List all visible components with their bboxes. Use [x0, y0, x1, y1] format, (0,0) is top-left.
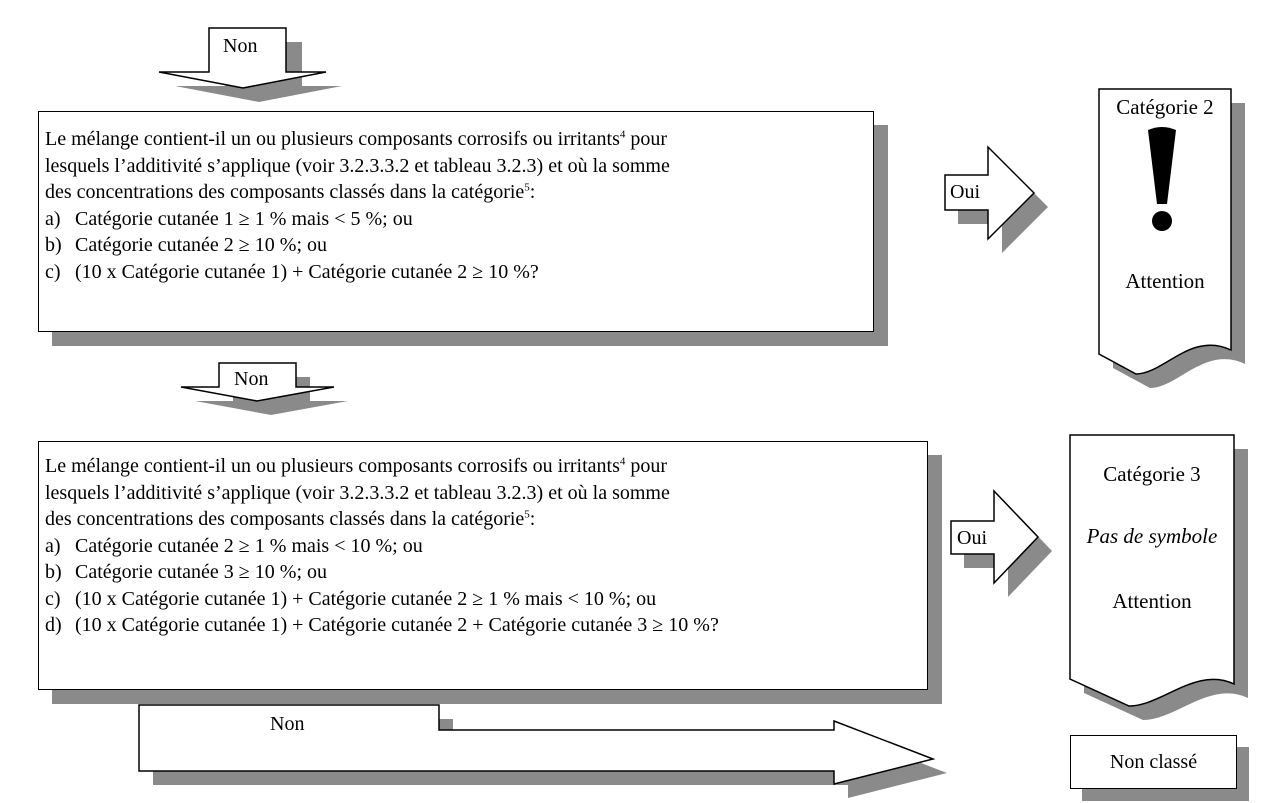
down-arrow-1	[158, 27, 327, 89]
non-label-2: Non	[234, 368, 269, 390]
question-2-item-c: c) (10 x Catégorie cutanée 1) + Catégori…	[45, 587, 657, 610]
result-doc-2	[1069, 434, 1235, 707]
question-2-item-b: b) Catégorie cutanée 3 ≥ 10 %; ou	[45, 561, 328, 583]
non-label-3: Non	[270, 713, 305, 735]
question-box-2: Le mélange contient-il un ou plusieurs c…	[38, 441, 928, 690]
question-1-item-c: c) (10 x Catégorie cutanée 1) + Catégori…	[45, 260, 539, 283]
oui-label-1: Oui	[950, 181, 980, 203]
down-arrow-2	[180, 362, 335, 402]
result-1-signal-word: Attention	[1125, 269, 1205, 293]
result-2-signal-word: Attention	[1112, 589, 1192, 613]
question-2-line-3: des concentrations des composants classé…	[45, 508, 536, 530]
result-box-3: Non classé	[1070, 735, 1237, 789]
question-box-1: Le mélange contient-il un ou plusieurs c…	[38, 111, 874, 332]
result-2-symbol: Pas de symbole	[1086, 524, 1218, 548]
question-1-item-b: b) Catégorie cutanée 2 ≥ 10 %; ou	[45, 234, 328, 256]
right-arrow-2	[950, 489, 1040, 585]
right-arrow-1	[944, 145, 1036, 241]
question-2-item-a: a) Catégorie cutanée 2 ≥ 1 % mais < 10 %…	[45, 534, 423, 557]
result-1-category: Catégorie 2	[1116, 95, 1214, 119]
exclamation-mark-icon	[1148, 127, 1176, 231]
result-1: Catégorie 2 Attention	[1099, 89, 1231, 374]
right-arrow-3	[138, 704, 936, 785]
result-3-label: Non classé	[1109, 751, 1198, 773]
question-1-line-2: lesquels l’additivité s’applique (voir 3…	[45, 154, 670, 177]
question-2-line-2: lesquels l’additivité s’applique (voir 3…	[45, 481, 670, 504]
oui-label-2: Oui	[957, 527, 987, 549]
question-2-line-1: Le mélange contient-il un ou plusieurs c…	[45, 455, 668, 477]
question-1-line-1: Le mélange contient-il un ou plusieurs c…	[45, 128, 668, 150]
non-label-1: Non	[223, 35, 258, 57]
result-doc-1	[1098, 88, 1232, 375]
question-2-item-d: d) (10 x Catégorie cutanée 1) + Catégori…	[45, 614, 719, 636]
result-2-category: Catégorie 3	[1103, 462, 1201, 486]
result-2: Catégorie 3 Pas de symbole Attention	[1070, 435, 1234, 706]
question-1-item-a: a) Catégorie cutanée 1 ≥ 1 % mais < 5 %;…	[45, 207, 413, 230]
question-1-line-3: des concentrations des composants classé…	[45, 181, 536, 203]
